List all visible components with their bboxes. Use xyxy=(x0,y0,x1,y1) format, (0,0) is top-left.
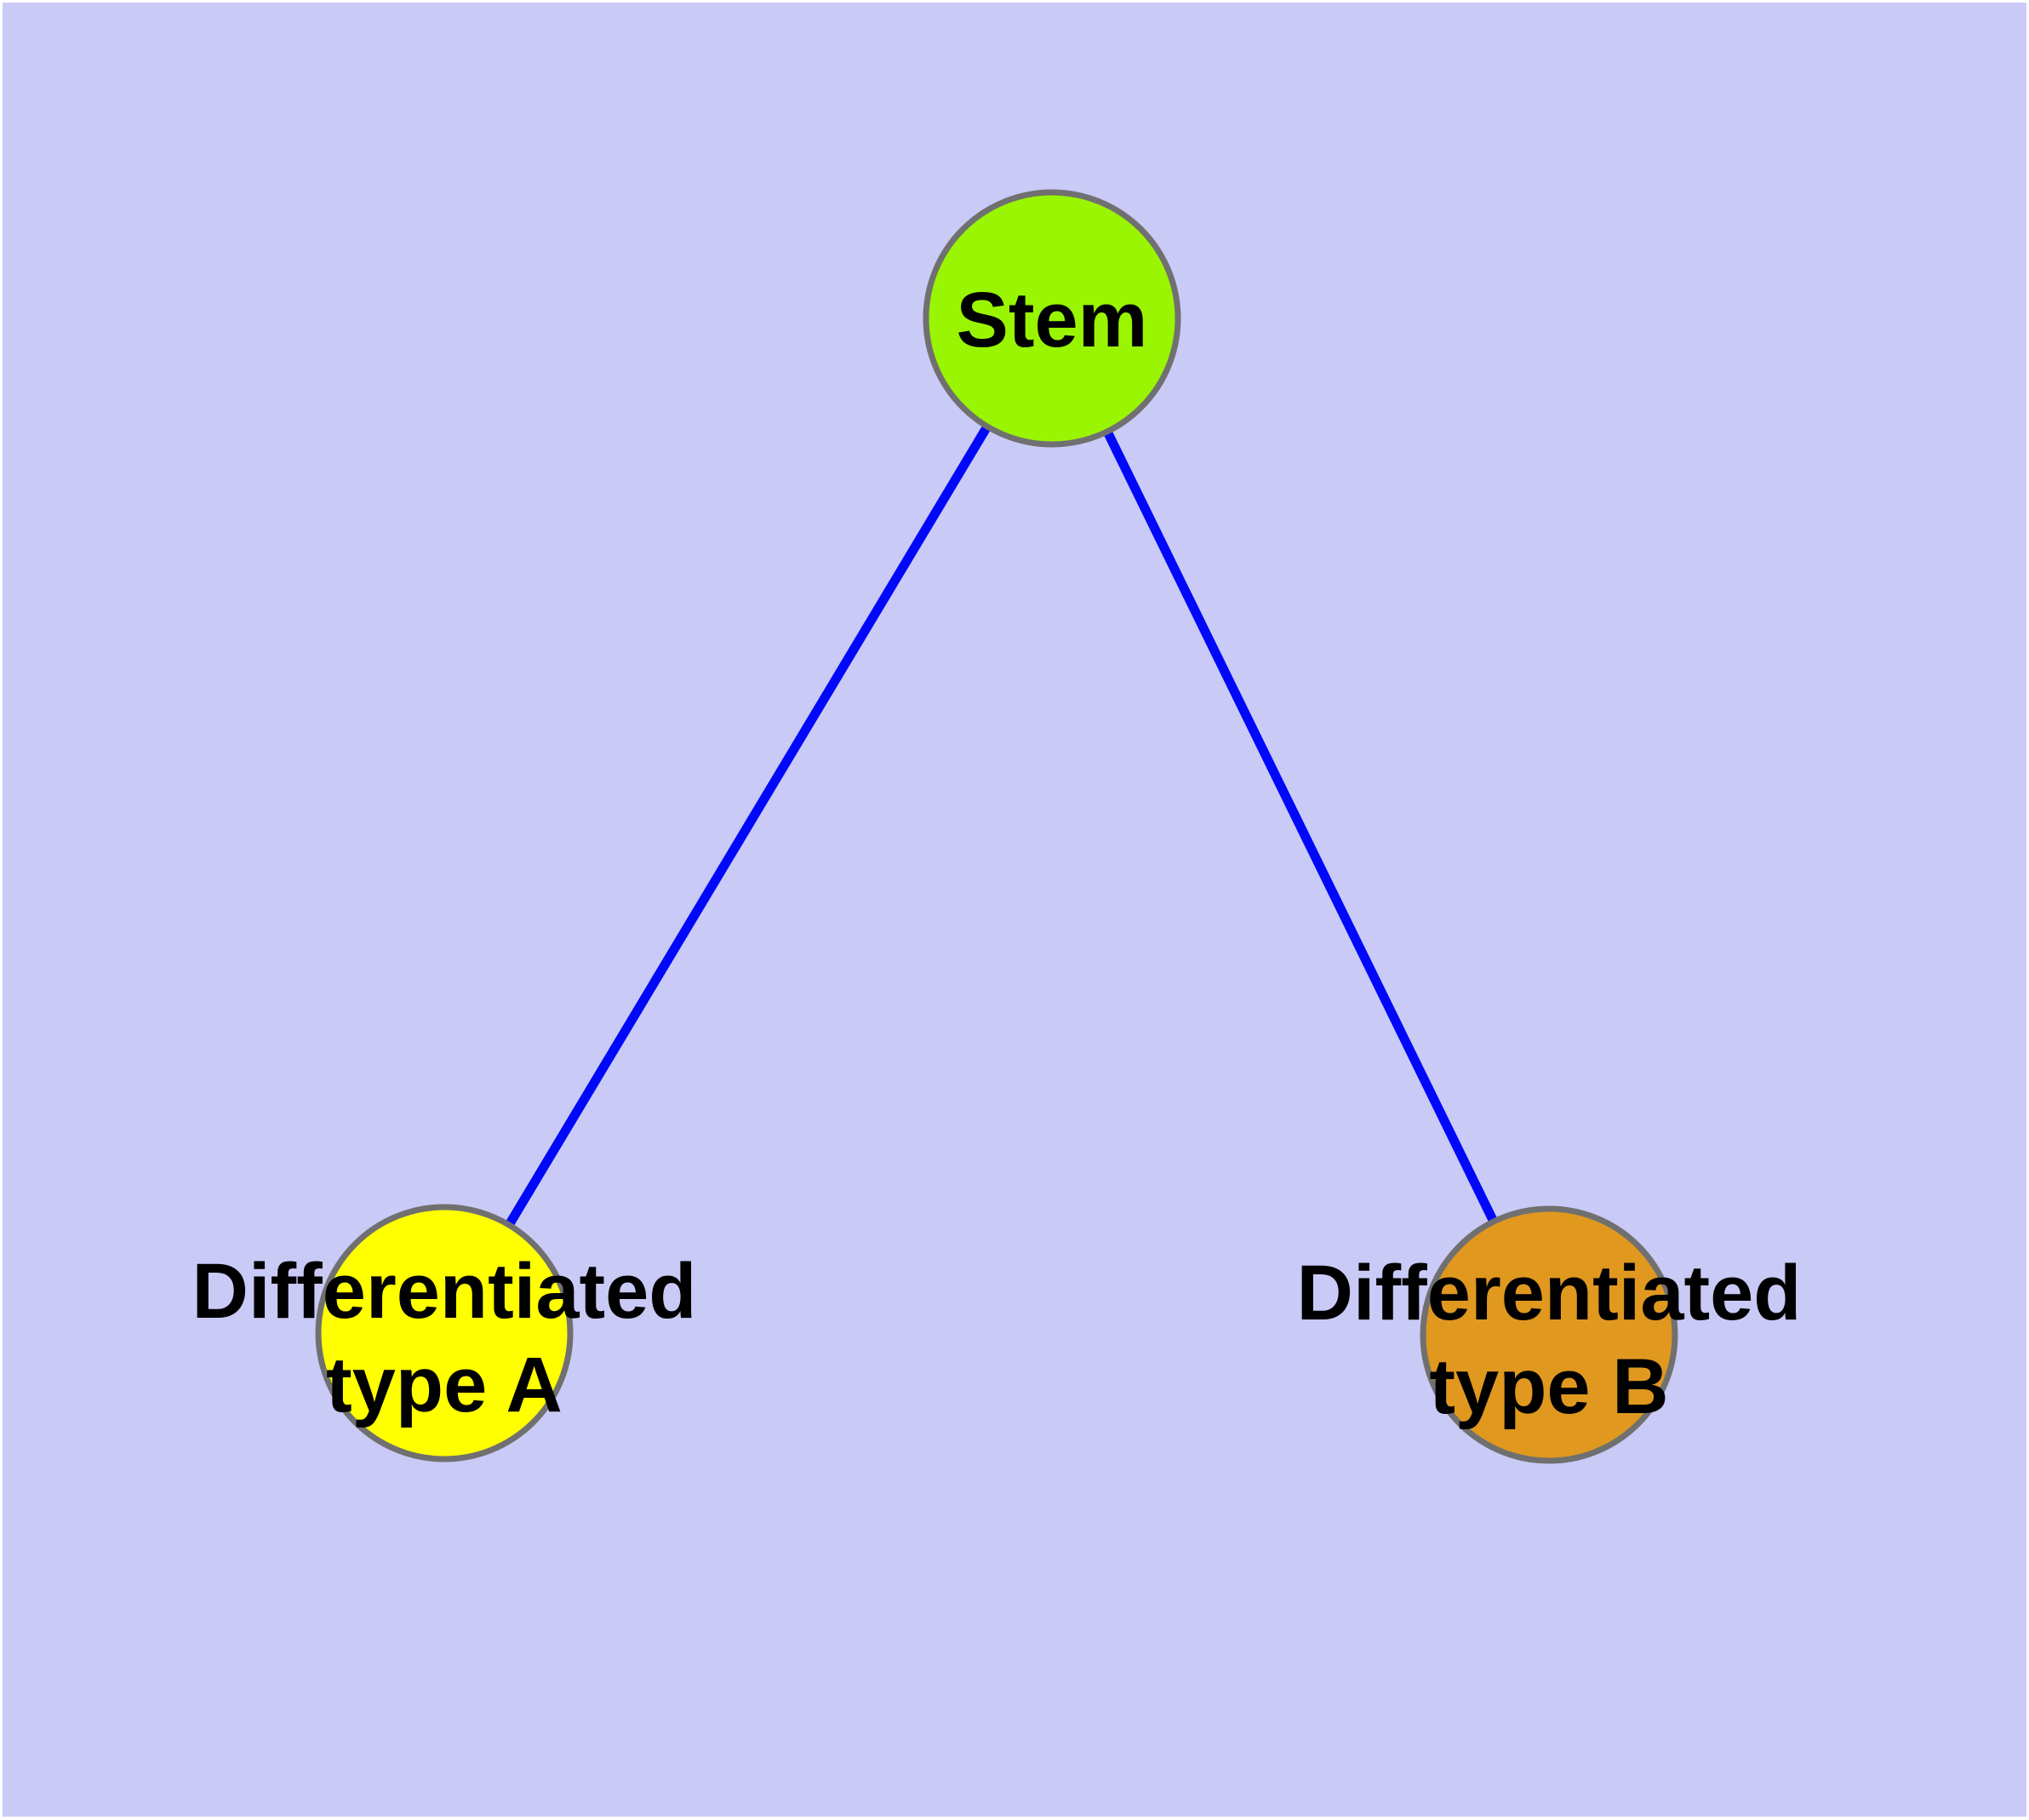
node-type-b-circle xyxy=(1420,1205,1678,1464)
node-type-a-label-line2: type A xyxy=(326,1342,563,1428)
edge-stem-to-type-a xyxy=(440,316,1056,1336)
node-stem-label: Stem xyxy=(957,277,1148,363)
node-type-a-label-line1: Differentiated xyxy=(192,1248,697,1335)
node-type-b-label-line2: type B xyxy=(1429,1343,1668,1430)
node-type-a-circle xyxy=(315,1204,574,1462)
node-stem-circle xyxy=(923,189,1181,448)
node-type-b-label-line1: Differentiated xyxy=(1297,1250,1802,1336)
edge-stem-to-type-b xyxy=(1048,316,1553,1337)
